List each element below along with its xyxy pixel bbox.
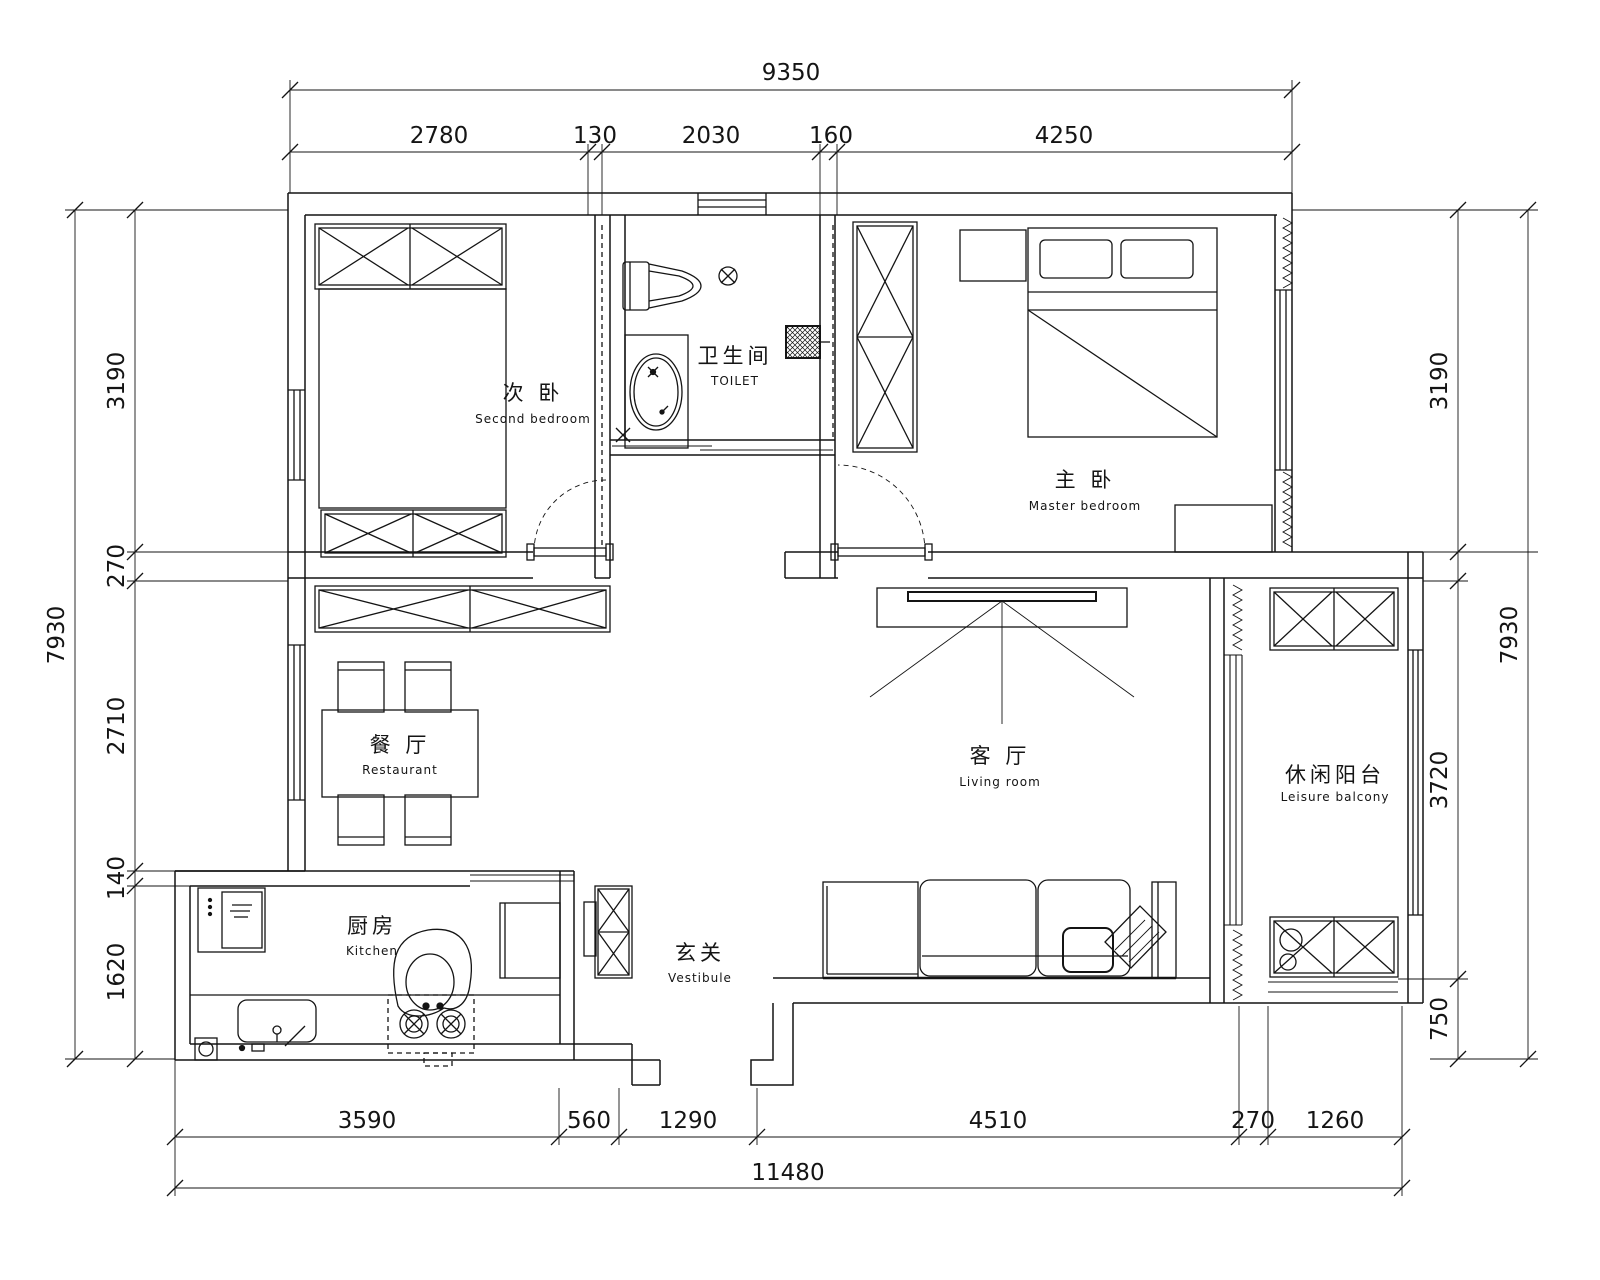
dining-table [321, 709, 479, 798]
room-label-leisure-balcony: 休闲阳台 [1285, 763, 1385, 787]
kitchen-stove [387, 994, 475, 1067]
washing-machine [785, 325, 821, 359]
walls [174, 192, 1424, 1086]
window-second-bedroom [288, 389, 305, 481]
balcony-top-cabinet [1269, 587, 1399, 651]
headboard-cabinet [314, 223, 507, 290]
dimension-top: 9350 2780 130 2030 160 4250 [281, 60, 1301, 215]
dim-right-overall: 7930 [1497, 606, 1523, 665]
svg-text:4250: 4250 [1035, 123, 1094, 149]
room-label-kitchen: 厨房 [347, 914, 397, 938]
living-room-furniture [822, 587, 1177, 980]
svg-text:Restaurant: Restaurant [362, 763, 438, 777]
bed-master [1027, 227, 1218, 438]
svg-text:2710: 2710 [104, 697, 130, 756]
bed-second [318, 288, 507, 509]
room-label-second-bedroom: 次 卧 [503, 381, 564, 405]
dining-chair [404, 661, 452, 713]
doors [526, 464, 933, 561]
svg-text:Second bedroom: Second bedroom [475, 412, 591, 426]
svg-text:Kitchen: Kitchen [346, 944, 398, 958]
svg-text:3590: 3590 [338, 1108, 397, 1134]
svg-text:2780: 2780 [410, 123, 469, 149]
windows [288, 193, 1423, 1001]
foot-bench [320, 509, 507, 558]
dining-furniture [321, 661, 479, 846]
second-bedroom-furniture [314, 223, 611, 633]
balcony-furniture [1269, 587, 1399, 978]
dining-chair [337, 794, 385, 846]
svg-text:1290: 1290 [659, 1108, 718, 1134]
master-bedroom-door [830, 464, 933, 561]
second-bedroom-door [526, 479, 614, 561]
shoe-cabinet [583, 885, 633, 979]
sofa [822, 879, 1177, 980]
svg-text:3190: 3190 [1427, 352, 1453, 411]
svg-text:Living room: Living room [959, 775, 1041, 789]
balcony-sink-cabinet [1269, 916, 1399, 978]
svg-text:140: 140 [104, 856, 130, 900]
room-label-toilet: 卫生间 [698, 344, 773, 368]
window-balcony [1232, 584, 1423, 1001]
dimension-bottom: 3590 560 1290 4510 270 1260 11480 [166, 1006, 1411, 1197]
wardrobe [852, 221, 918, 453]
room-labels: 次 卧 Second bedroom 卫生间 TOILET 主 卧 Master… [346, 344, 1390, 985]
fridge [197, 887, 266, 953]
svg-text:270: 270 [104, 544, 130, 588]
svg-text:560: 560 [567, 1108, 611, 1134]
window-master [1275, 217, 1293, 548]
window-dining [288, 644, 305, 801]
dimension-left: 7930 3190 270 2710 140 1620 [44, 201, 288, 1068]
dim-top-overall: 9350 [762, 60, 821, 86]
svg-text:2030: 2030 [682, 123, 741, 149]
toilet [622, 261, 702, 311]
window-bathroom [697, 193, 767, 215]
dim-bottom-overall: 11480 [751, 1160, 824, 1186]
dining-chair [404, 794, 452, 846]
master-bedroom-furniture [852, 221, 1273, 553]
low-cabinet [314, 585, 611, 633]
room-label-vestibule: 玄关 [675, 941, 725, 965]
room-label-living-room: 客 厅 [970, 744, 1031, 768]
dining-chair [337, 661, 385, 713]
room-label-master-bedroom: 主 卧 [1055, 468, 1116, 492]
sofa-pillow [1062, 927, 1114, 973]
svg-text:1620: 1620 [104, 943, 130, 1002]
svg-text:1260: 1260 [1306, 1108, 1365, 1134]
room-label-restaurant: 餐 厅 [370, 733, 431, 757]
bathroom-fixtures [615, 261, 830, 449]
svg-text:3720: 3720 [1427, 751, 1453, 810]
sofa-throw [1104, 905, 1167, 969]
vestibule-furniture [583, 885, 633, 979]
svg-text:270: 270 [1231, 1108, 1275, 1134]
kitchen-sink [237, 999, 317, 1052]
washbasin-vanity [615, 334, 689, 449]
nightstand [959, 229, 1027, 282]
svg-text:Master bedroom: Master bedroom [1029, 499, 1141, 513]
tv-cabinet [869, 587, 1135, 724]
kitchen-floor-drain-icon [194, 1037, 218, 1061]
range-hood [392, 928, 472, 1017]
dim-left-overall: 7930 [44, 606, 70, 665]
svg-text:Vestibule: Vestibule [668, 971, 732, 985]
svg-text:130: 130 [573, 123, 617, 149]
kitchen-furniture [190, 887, 561, 1067]
svg-text:3190: 3190 [104, 352, 130, 411]
svg-text:TOILET: TOILET [710, 374, 759, 388]
svg-text:4510: 4510 [969, 1108, 1028, 1134]
floor-drain-icon [718, 266, 738, 286]
desk [1174, 504, 1273, 553]
svg-text:Leisure balcony: Leisure balcony [1281, 790, 1390, 804]
kitchen-right-cabinet [499, 902, 561, 979]
svg-text:750: 750 [1427, 997, 1453, 1041]
dimension-right: 7930 3190 3720 750 [1292, 201, 1538, 1068]
svg-text:160: 160 [809, 123, 853, 149]
